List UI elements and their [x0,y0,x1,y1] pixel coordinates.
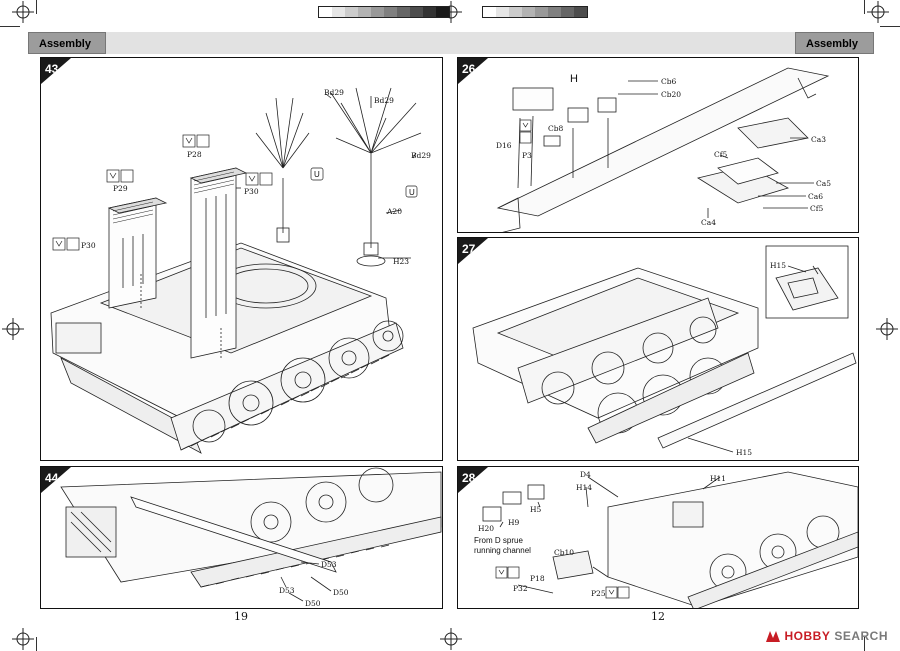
step-28-panel: 28 D4 H1 [457,466,859,609]
crop-mark [880,26,900,27]
step-43-panel: 43 [40,57,443,461]
crop-mark [36,0,37,14]
part-label: H11 [710,474,726,483]
part-label: H20 [478,524,494,533]
part-label: H9 [508,518,520,527]
note-text: running channel [474,546,531,555]
step-27-drawing: H15 H15 [472,245,857,457]
part-label: Cb20 [661,90,681,99]
part-label: Cb8 [548,124,564,133]
part-label: Bd29 [374,96,394,105]
part-label: P18 [530,574,545,583]
part-label: P28 [187,150,202,159]
watermark-suffix: SEARCH [834,629,888,643]
part-label: Cb6 [661,77,677,86]
marker-label: H [570,73,578,85]
part-label: Ca3 [811,135,826,144]
glue-cut-icon-group [52,134,418,251]
registration-mark-right-middle [876,318,898,340]
step-43-drawing: P28 P29 P30 P30 Bd29 Bd29 Bd29 A20 H23 U… [50,87,431,454]
part-label: P30 [244,187,259,196]
site-watermark: HOBBY SEARCH [765,629,888,643]
registration-mark-bottom-center [440,628,462,650]
part-label: H23 [393,257,409,266]
part-label: P25 [591,589,606,598]
step-44-drawing: D53 D53 D50 D50 [60,467,442,608]
page-number-right: 12 [651,610,665,623]
step-26-panel: 26 H [457,57,859,233]
part-label: P3 [522,151,532,160]
part-label: H15 [736,448,752,457]
part-label: P29 [113,184,128,193]
part-label: H14 [576,483,592,492]
registration-mark-top-right [867,1,889,23]
part-label: Cf5 [714,150,728,159]
step-28-drawing: D4 H11 H14 H5 H20 H9 Cb10 P18 P32 P25 Fr… [474,470,858,608]
part-label: Ca6 [808,192,823,201]
header-label-right: Assembly [795,32,874,54]
watermark-brand: HOBBY [784,629,831,643]
crop-mark [0,26,20,27]
marker-label: U [314,170,320,179]
part-label: Bd29 [411,151,431,160]
part-label: Cb10 [554,548,574,557]
crop-mark [864,0,865,14]
header-label-left: Assembly [28,32,106,54]
registration-mark-top-left [12,1,34,23]
part-label: P30 [81,241,96,250]
part-label: D53 [321,560,337,569]
grayscale-calibration-bar-right [482,6,588,18]
grayscale-calibration-bar-left [318,6,450,18]
part-label: D53 [279,586,295,595]
part-label: P32 [513,584,528,593]
step-44-panel: 44 D53 D53 D50 D50 [40,466,443,609]
crop-mark [36,637,37,651]
registration-mark-left-middle [2,318,24,340]
registration-mark-bottom-left [12,628,34,650]
crop-mark [864,637,865,651]
part-label: D4 [580,470,591,479]
part-label: Ca4 [701,218,716,227]
part-label: D16 [496,141,512,150]
note-text: From D sprue [474,536,523,545]
part-label: H15 [770,261,786,270]
part-label: Bd29 [324,88,344,97]
header-bar [28,32,874,54]
glue-cut-icon-group [495,566,630,599]
part-label: Ca5 [816,179,831,188]
part-label: D50 [305,599,321,608]
step-26-drawing: H Cb6 Cb20 Cb8 D16 P3 Ca3 Cf5 Ca5 Ca6 Cf… [496,67,831,232]
part-label: H5 [530,505,542,514]
part-label: A20 [386,207,402,216]
hobby-search-logo-icon [766,631,781,642]
glue-cut-icon-group [519,119,532,144]
part-label: Cf5 [810,204,824,213]
step-27-panel: 27 H15 H15 [457,237,859,461]
part-label: D50 [333,588,349,597]
marker-label: U [409,188,415,197]
page-number-left: 19 [234,610,248,623]
